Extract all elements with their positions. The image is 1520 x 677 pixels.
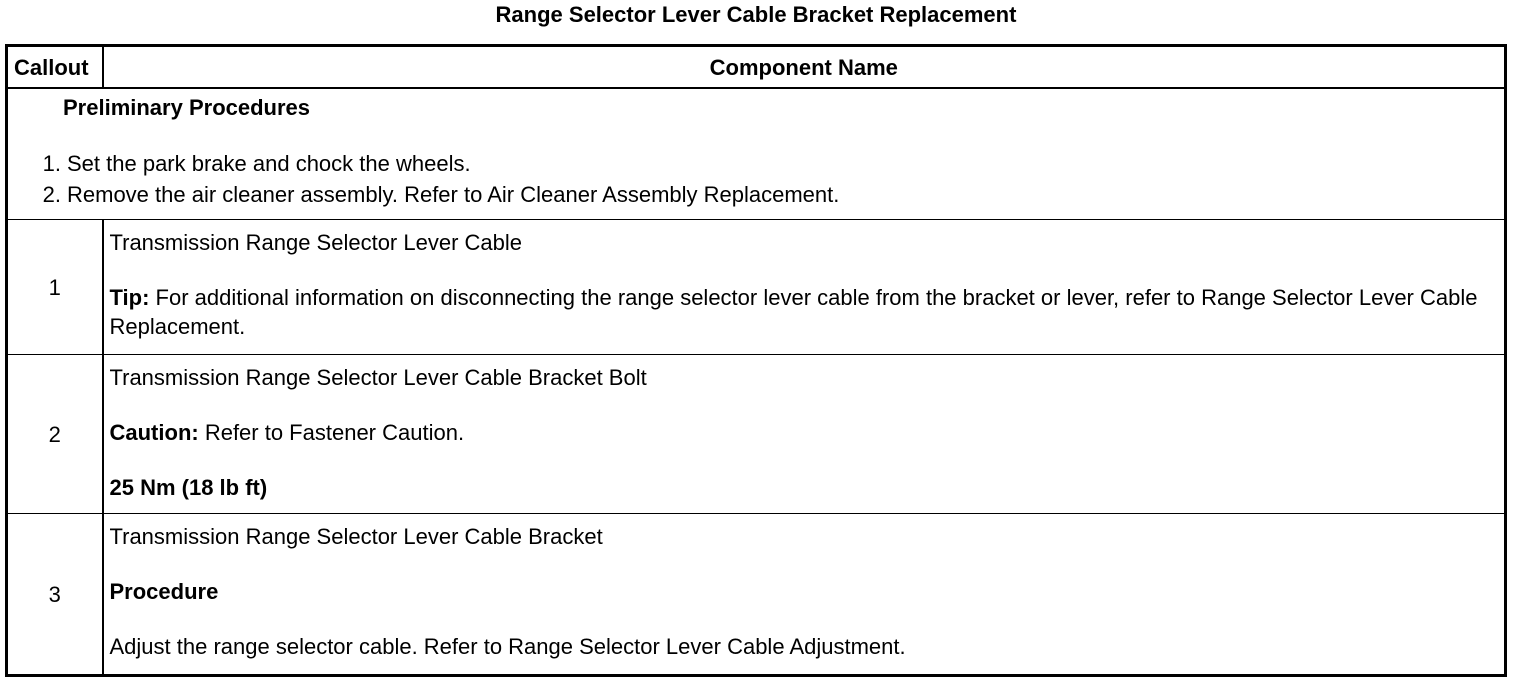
torque-spec: 25 Nm (18 lb ft) [109,475,268,500]
preliminary-step: 1. Set the park brake and chock the whee… [8,149,1504,180]
preliminary-cell: Preliminary Procedures 1. Set the park b… [6,87,1506,220]
table-row: 1 Transmission Range Selector Lever Cabl… [6,219,1506,355]
caution-text: Refer to Fastener Caution. [198,420,465,445]
component-cell: Transmission Range Selector Lever Cable … [102,219,1506,355]
component-table: Callout Component Name Preliminary Proce… [5,44,1507,677]
callout-number: 3 [6,513,104,676]
caution-label: Caution: [109,420,199,445]
table-row: 2 Transmission Range Selector Lever Cabl… [6,354,1506,514]
table-header-row: Callout Component Name [6,45,1506,89]
step-text: Remove the air cleaner assembly. Refer t… [67,182,840,207]
procedure-text: Adjust the range selector cable. Refer t… [109,634,906,659]
component-cell: Transmission Range Selector Lever Cable … [102,513,1506,676]
step-number: 2. [42,182,61,207]
tip-note: Tip: For additional information on disco… [110,283,1499,341]
callout-column-header: Callout [6,45,104,89]
component-column-header: Component Name [102,45,1506,89]
preliminary-row: Preliminary Procedures 1. Set the park b… [6,87,1506,220]
preliminary-step: 2. Remove the air cleaner assembly. Refe… [8,180,1504,211]
tip-text: For additional information on disconnect… [109,285,1478,339]
preliminary-heading: Preliminary Procedures [63,95,311,120]
step-number: 1. [42,151,61,176]
document-title: Range Selector Lever Cable Bracket Repla… [495,2,1017,27]
procedure-heading: Procedure [109,579,219,604]
component-name: Transmission Range Selector Lever Cable … [109,524,603,549]
callout-number: 2 [6,354,104,514]
step-text: Set the park brake and chock the wheels. [67,151,471,176]
component-cell: Transmission Range Selector Lever Cable … [102,354,1506,514]
table-row: 3 Transmission Range Selector Lever Cabl… [6,513,1506,676]
component-name: Transmission Range Selector Lever Cable … [109,365,647,390]
component-name: Transmission Range Selector Lever Cable [109,230,523,255]
caution-note: Caution: Refer to Fastener Caution. [110,418,1499,447]
tip-label: Tip: [109,285,150,310]
callout-number: 1 [6,219,104,355]
